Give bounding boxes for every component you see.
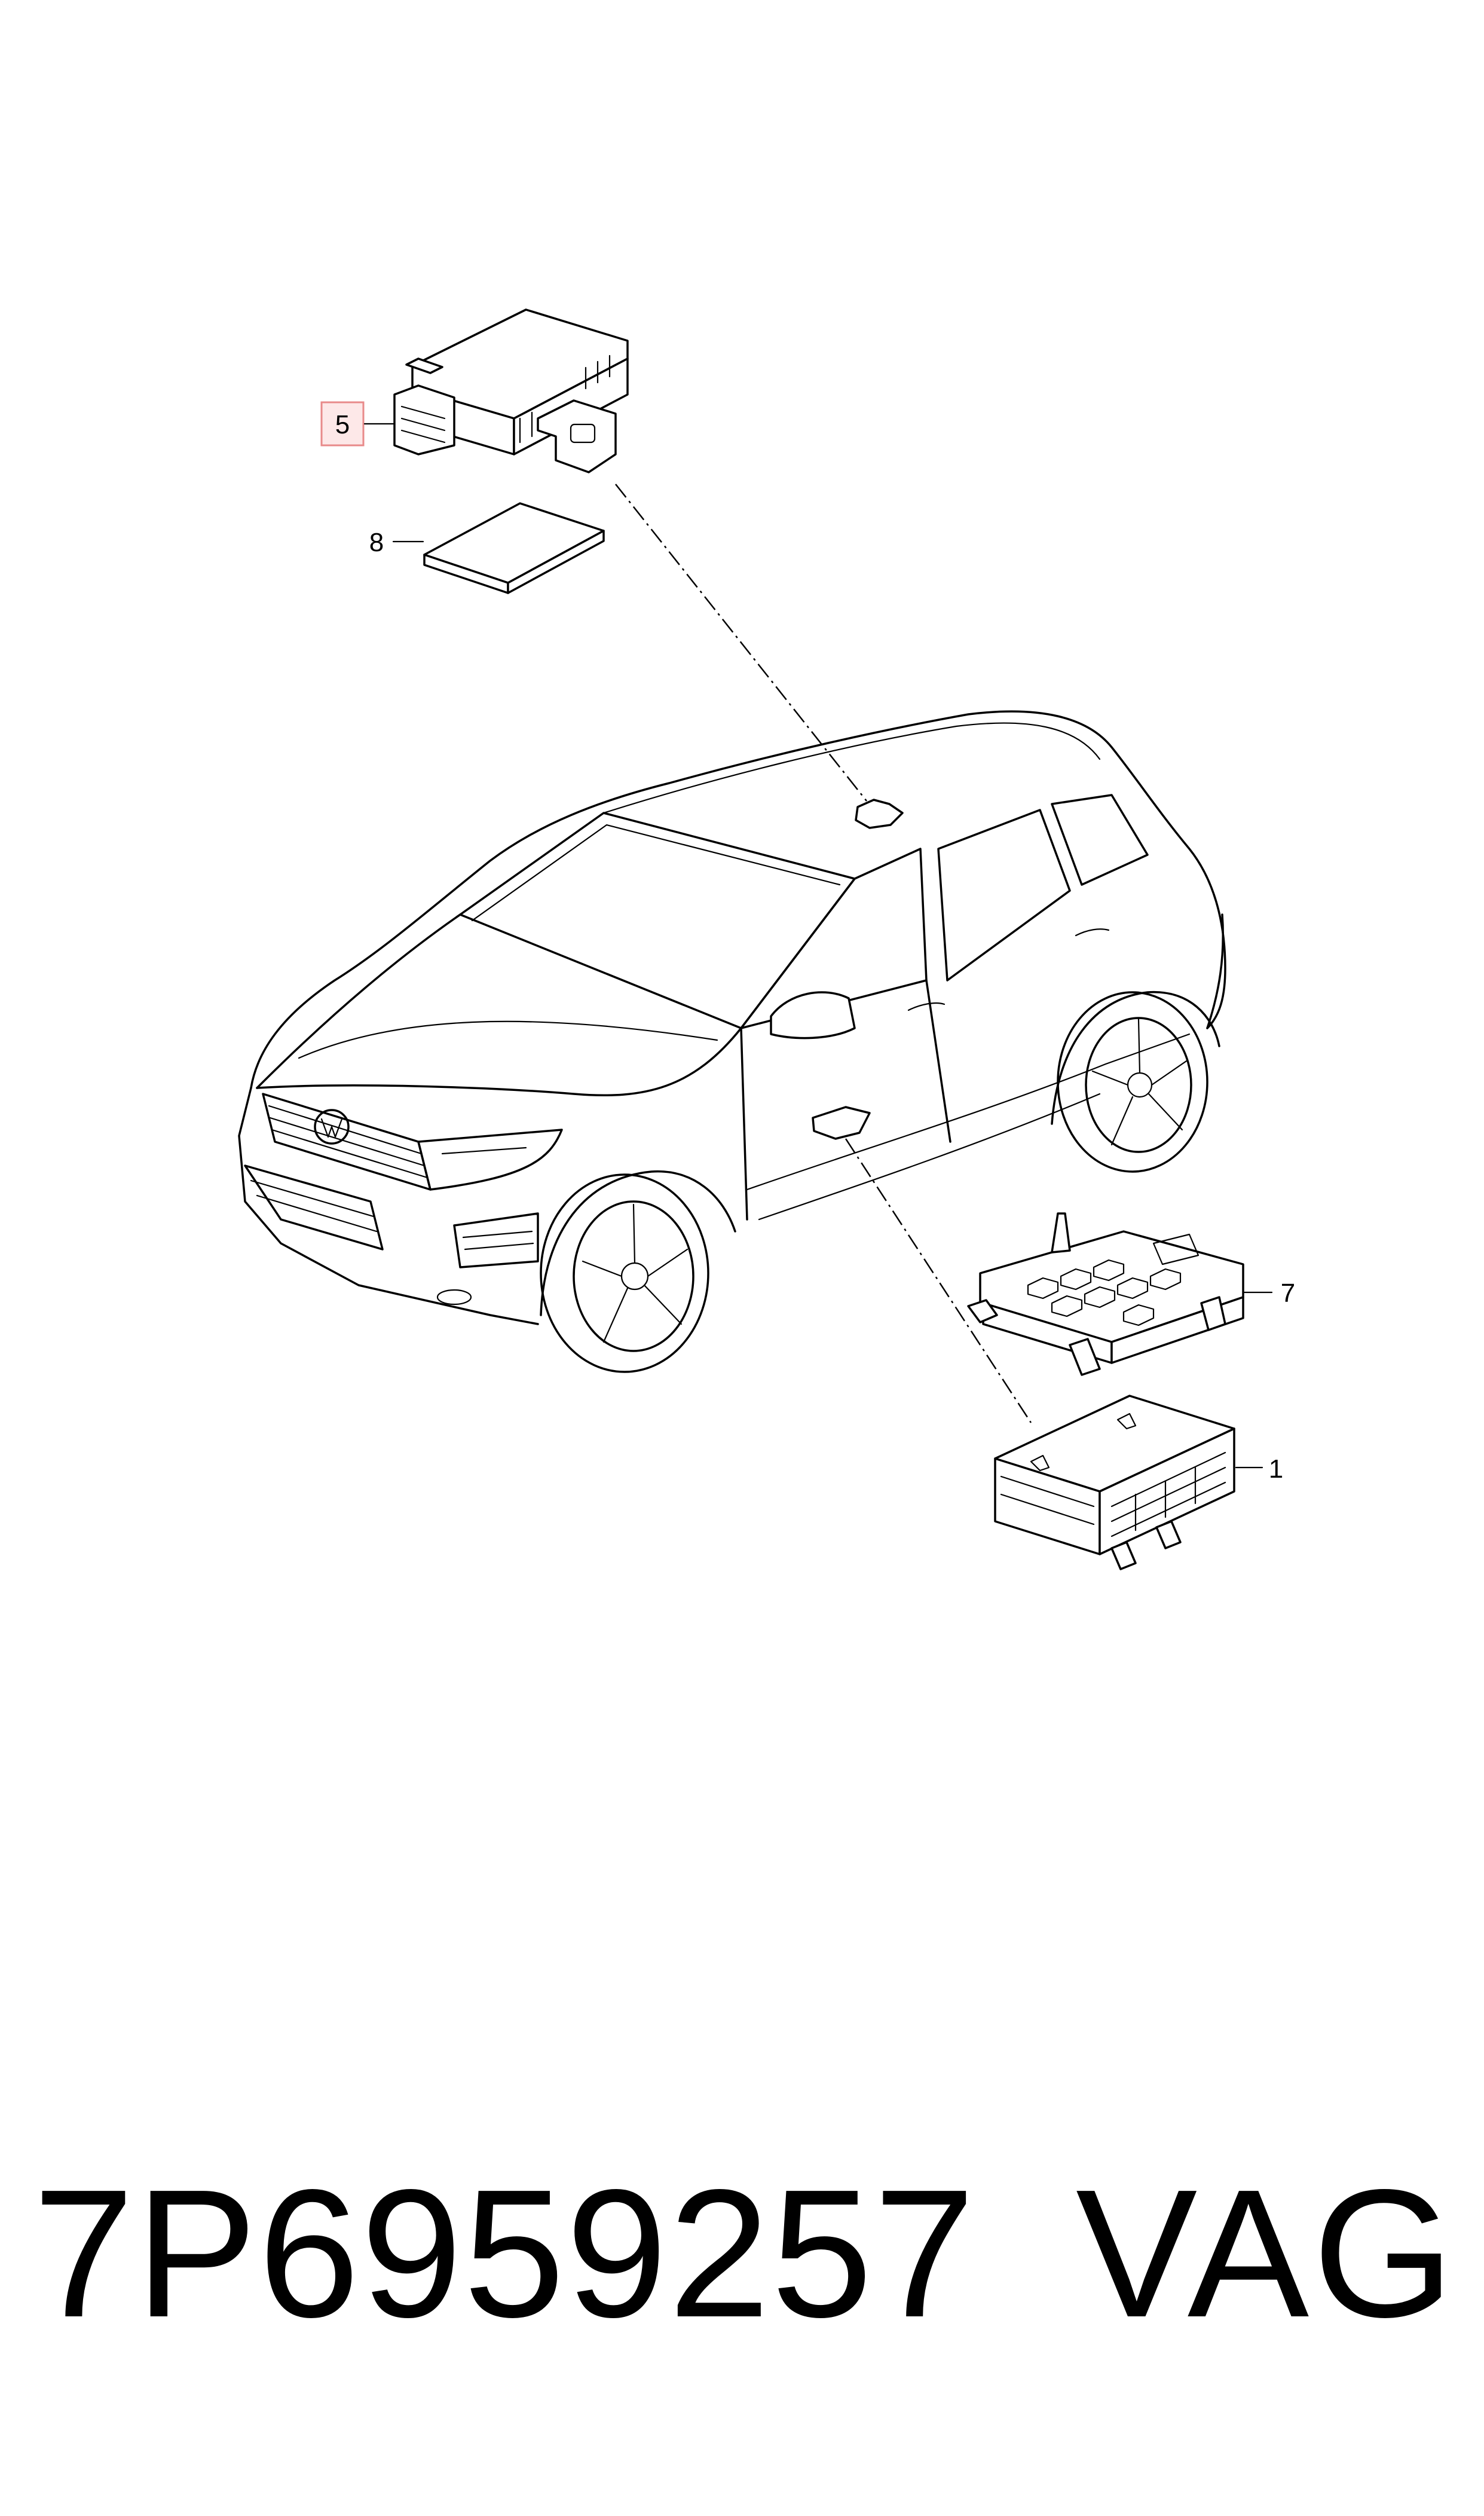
part-5-control-module[interactable] [393, 308, 629, 473]
part-8-pad[interactable] [423, 502, 605, 594]
brand-text: VAG [1076, 2151, 1458, 2355]
callout-8[interactable]: 8 [369, 528, 424, 557]
floor-module-location-marker [812, 1106, 871, 1140]
callout-7-label: 7 [1281, 1279, 1295, 1308]
roof-module-location-marker [855, 799, 904, 829]
callout-1-label: 1 [1269, 1454, 1283, 1484]
callout-5[interactable]: 5 [320, 401, 394, 447]
part-number-text: 7P6959257 [33, 2151, 977, 2355]
callout-7[interactable]: 7 [1243, 1279, 1295, 1308]
callout-1[interactable]: 1 [1235, 1454, 1283, 1484]
vehicle-suv-illustration [238, 710, 1226, 1373]
callout-8-label: 8 [369, 528, 384, 557]
part-7-bracket[interactable] [967, 1212, 1244, 1376]
part-1-control-unit[interactable] [994, 1395, 1235, 1570]
leader-line-part-5 [615, 484, 867, 802]
callout-5-label: 5 [335, 410, 350, 439]
